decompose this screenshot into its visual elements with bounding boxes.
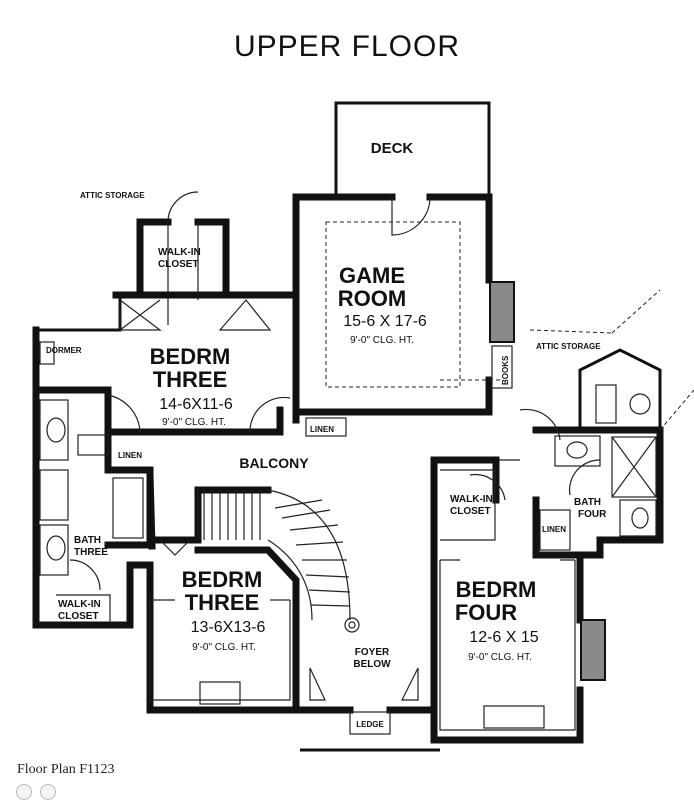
bath-four <box>519 289 694 559</box>
bedrm-three-upper-name2: THREE <box>153 367 228 392</box>
bedrm-three-upper-dims: 14-6X11-6 <box>159 396 233 413</box>
carousel-next-dot[interactable] <box>40 784 56 800</box>
balcony-label: BALCONY <box>239 455 309 471</box>
linen-left-label: LINEN <box>118 451 142 460</box>
walkin-closet-top-label1: WALK-IN <box>158 247 201 258</box>
page-title: UPPER FLOOR <box>233 30 461 63</box>
balcony-stairs <box>146 459 520 633</box>
walkin-closet-r-label1: WALK-IN <box>450 494 493 505</box>
walkin-closet-bl-label2: CLOSET <box>58 611 99 622</box>
attic-storage-right-label: ATTIC STORAGE <box>536 342 601 351</box>
bath-three-label2: THREE <box>74 547 108 558</box>
bedrm-four-name1: BEDRM <box>456 577 537 602</box>
fireplace-game-room <box>489 281 515 343</box>
bedrm-four-dims: 12-6 X 15 <box>469 629 538 646</box>
bath-four-label1: BATH <box>574 497 601 508</box>
game-room <box>292 193 515 437</box>
bath-three <box>32 386 154 629</box>
fireplace-bedrm-four <box>580 619 606 681</box>
game-room-name2: ROOM <box>338 286 406 311</box>
ledge-label: LEDGE <box>356 720 384 729</box>
linen-game-label: LINEN <box>310 425 334 434</box>
bath-three-label1: BATH <box>74 535 101 546</box>
foyer-below <box>292 667 440 752</box>
caption: Floor Plan F1123 <box>17 762 115 777</box>
carousel-prev-dot[interactable] <box>16 784 32 800</box>
foyer-below-label1: FOYER <box>355 647 390 658</box>
bedrm-three-lower-name1: BEDRM <box>182 567 263 592</box>
walkin-closet-bl-label1: WALK-IN <box>58 599 101 610</box>
walkin-closet-r-label2: CLOSET <box>450 506 491 517</box>
bedrm-four <box>430 379 606 744</box>
bedrm-four-name2: FOUR <box>455 600 517 625</box>
bath-four-label2: FOUR <box>578 509 607 520</box>
bedrm-three-upper-height: 9'-0" CLG. HT. <box>162 417 226 428</box>
attic-storage-left-label: ATTIC STORAGE <box>80 191 145 200</box>
bedrm-three-upper-name1: BEDRM <box>150 344 231 369</box>
game-room-dims: 15-6 X 17-6 <box>343 313 427 330</box>
deck-label: DECK <box>371 140 414 157</box>
deck-area <box>334 101 491 197</box>
walkin-closet-top <box>136 191 230 325</box>
bedrm-three-lower-name2: THREE <box>185 590 260 615</box>
books-label: BOOKS <box>501 355 510 385</box>
bedrm-three-lower-height: 9'-0" CLG. HT. <box>192 642 256 653</box>
bedrm-three-lower-dims: 13-6X13-6 <box>191 619 266 636</box>
plan-labels: DECK GAME ROOM 15-6 X 17-6 9'-0" CLG. HT… <box>46 140 607 729</box>
game-room-height: 9'-0" CLG. HT. <box>350 335 414 346</box>
bedrm-four-height: 9'-0" CLG. HT. <box>468 652 532 663</box>
books-shelf <box>491 345 513 389</box>
dormer-label: DORMER <box>46 346 82 355</box>
linen-right-label: LINEN <box>542 525 566 534</box>
foyer-below-label2: BELOW <box>353 659 391 670</box>
walkin-closet-top-label2: CLOSET <box>158 259 199 270</box>
game-room-name1: GAME <box>339 263 405 288</box>
